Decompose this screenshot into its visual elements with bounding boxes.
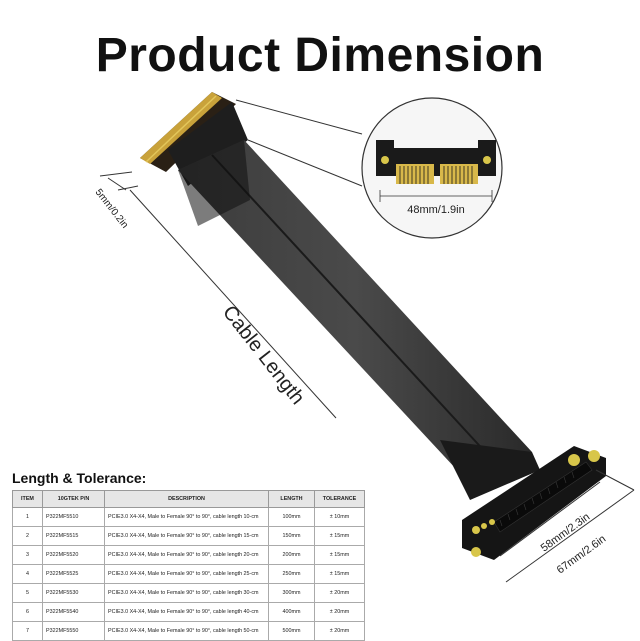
cell-tolerance: ± 15mm bbox=[314, 564, 365, 584]
table-header-row: ITEM 10GTEK P/N DESCRIPTION LENGTH TOLER… bbox=[12, 490, 365, 508]
cell-tolerance: ± 15mm bbox=[314, 545, 365, 565]
page-title: Product Dimension bbox=[95, 29, 545, 82]
gold-finger-width-label: 48mm/1.9in bbox=[407, 204, 464, 216]
header-length: LENGTH bbox=[268, 490, 315, 508]
cell-tolerance: ± 20mm bbox=[314, 583, 365, 603]
header-description: DESCRIPTION bbox=[104, 490, 269, 508]
cell-part-number: P322MF5520 bbox=[42, 545, 105, 565]
table-row: 6 P322MF5540 PCIE3.0 X4-X4, Male to Fema… bbox=[12, 602, 365, 622]
cell-tolerance: ± 15mm bbox=[314, 526, 365, 546]
zoom-callout-lines bbox=[235, 99, 363, 187]
female-connector-board bbox=[462, 446, 606, 560]
cell-description: PCIE3.0 X4-X4, Male to Female 90° to 90°… bbox=[104, 507, 269, 527]
zoom-detail-circle bbox=[361, 97, 503, 239]
header-item: ITEM bbox=[12, 490, 43, 508]
cell-item: 4 bbox=[12, 564, 43, 584]
header-part-number: 10GTEK P/N bbox=[42, 490, 105, 508]
male-connector bbox=[140, 92, 248, 186]
cell-description: PCIE3.0 X4-X4, Male to Female 90° to 90°… bbox=[104, 526, 269, 546]
ribbon-cable bbox=[178, 140, 540, 500]
cell-part-number: P322MF5550 bbox=[42, 621, 105, 641]
board-dimensions bbox=[499, 469, 635, 583]
cell-description: PCIE3.0 X4-X4, Male to Female 90° to 90°… bbox=[104, 621, 269, 641]
cell-tolerance: ± 20mm bbox=[314, 621, 365, 641]
table-row: 7 P322MF5550 PCIE3.0 X4-X4, Male to Fema… bbox=[12, 621, 365, 641]
cell-item: 3 bbox=[12, 545, 43, 565]
table-row: 2 P322MF5515 PCIE3.0 X4-X4, Male to Fema… bbox=[12, 526, 365, 546]
cell-length: 150mm bbox=[268, 526, 315, 546]
cell-part-number: P322MF5515 bbox=[42, 526, 105, 546]
cell-part-number: P322MF5530 bbox=[42, 583, 105, 603]
cell-item: 5 bbox=[12, 583, 43, 603]
thickness-label: 5mm/0.2in bbox=[93, 187, 130, 231]
cell-tolerance: ± 20mm bbox=[314, 602, 365, 622]
cell-item: 6 bbox=[12, 602, 43, 622]
cell-length: 100mm bbox=[268, 507, 315, 527]
cable-length-label: Cable Length bbox=[218, 302, 309, 409]
thickness-dimension bbox=[99, 171, 337, 419]
cell-description: PCIE3.0 X4-X4, Male to Female 90° to 90°… bbox=[104, 602, 269, 622]
cell-length: 500mm bbox=[268, 621, 315, 641]
cell-item: 2 bbox=[12, 526, 43, 546]
cell-item: 7 bbox=[12, 621, 43, 641]
cell-description: PCIE3.0 X4-X4, Male to Female 90° to 90°… bbox=[104, 583, 269, 603]
table-row: 3 P322MF5520 PCIE3.0 X4-X4, Male to Fema… bbox=[12, 545, 365, 565]
header-tolerance: TOLERANCE bbox=[314, 490, 365, 508]
table-row: 1 P322MF5510 PCIE3.0 X4-X4, Male to Fema… bbox=[12, 507, 365, 527]
cell-length: 250mm bbox=[268, 564, 315, 584]
table-title: Length & Tolerance: bbox=[12, 470, 147, 486]
cell-length: 400mm bbox=[268, 602, 315, 622]
cell-description: PCIE3.0 X4-X4, Male to Female 90° to 90°… bbox=[104, 545, 269, 565]
cell-part-number: P322MF5525 bbox=[42, 564, 105, 584]
table-row: 4 P322MF5525 PCIE3.0 X4-X4, Male to Fema… bbox=[12, 564, 365, 584]
table-row: 5 P322MF5530 PCIE3.0 X4-X4, Male to Fema… bbox=[12, 583, 365, 603]
cell-tolerance: ± 10mm bbox=[314, 507, 365, 527]
cell-length: 200mm bbox=[268, 545, 315, 565]
cell-item: 1 bbox=[12, 507, 43, 527]
cell-length: 300mm bbox=[268, 583, 315, 603]
cell-description: PCIE3.0 X4-X4, Male to Female 90° to 90°… bbox=[104, 564, 269, 584]
cell-part-number: P322MF5510 bbox=[42, 507, 105, 527]
length-tolerance-table: ITEM 10GTEK P/N DESCRIPTION LENGTH TOLER… bbox=[12, 490, 365, 641]
cell-part-number: P322MF5540 bbox=[42, 602, 105, 622]
